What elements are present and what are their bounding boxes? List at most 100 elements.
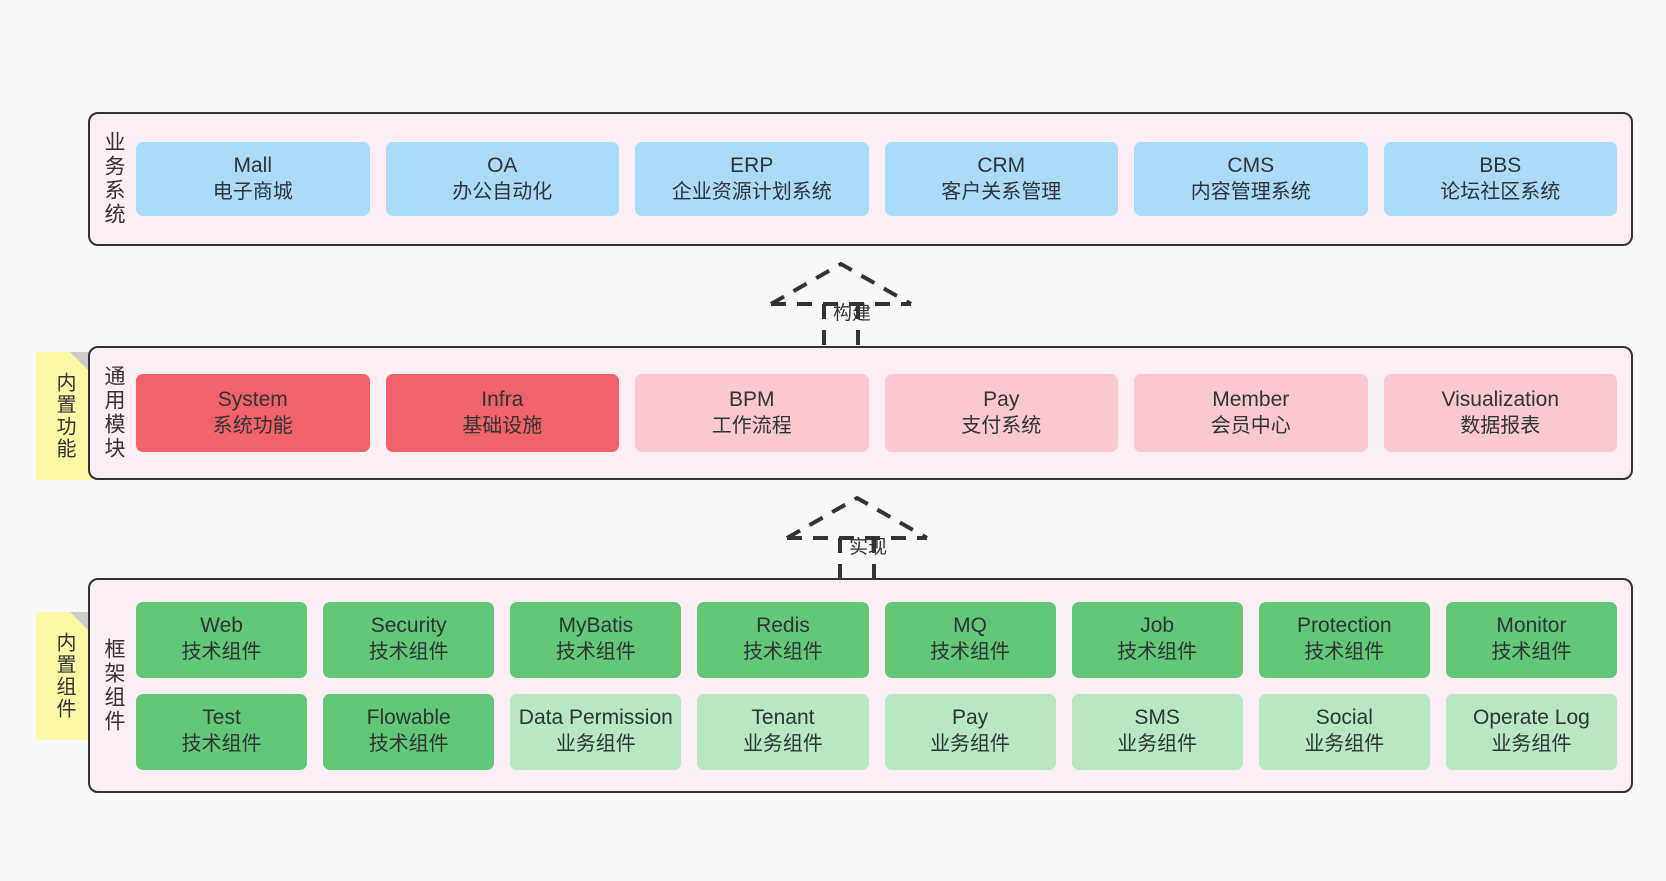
node-title: Redis <box>756 614 810 638</box>
node-bbs[interactable]: BBS 论坛社区系统 <box>1383 142 1617 216</box>
node-subtitle: 论坛社区系统 <box>1440 180 1561 203</box>
node-subtitle: 基础设施 <box>462 414 543 437</box>
node-title: Security <box>370 614 447 638</box>
connector-build: 构建 <box>756 258 926 354</box>
node-title: Visualization <box>1441 387 1560 411</box>
note-builtin-components: 内置组件 <box>36 612 92 740</box>
node-sms[interactable]: SMS 业务组件 <box>1071 693 1243 770</box>
node-cms[interactable]: CMS 内容管理系统 <box>1134 142 1368 216</box>
node-title: Protection <box>1297 614 1392 638</box>
node-subtitle: 业务组件 <box>1491 733 1572 756</box>
node-title: Social <box>1315 706 1373 730</box>
layer-row: Mall 电子商城 OA 办公自动化 ERP 企业资源计划系统 CRM 客户关系… <box>136 142 1617 216</box>
layer-body-common-modules: System 系统功能 Infra 基础设施 BPM 工作流程 Pay 支付系统… <box>136 348 1631 478</box>
layer-row: Test 技术组件 Flowable 技术组件 Data Permission … <box>136 693 1617 770</box>
node-title: Infra <box>481 387 524 411</box>
node-crm[interactable]: CRM 客户关系管理 <box>884 142 1118 216</box>
node-title: Data Permission <box>518 706 673 730</box>
node-subtitle: 电子商城 <box>212 180 293 203</box>
connector-build-label: 构建 <box>833 303 872 324</box>
node-job[interactable]: Job 技术组件 <box>1071 601 1243 678</box>
node-infra[interactable]: Infra 基础设施 <box>385 374 619 452</box>
node-pay-component[interactable]: Pay 业务组件 <box>884 693 1056 770</box>
node-title: Job <box>1140 614 1175 638</box>
connector-implement: 实现 <box>772 492 942 588</box>
note-label: 内置组件 <box>53 632 75 720</box>
node-monitor[interactable]: Monitor 技术组件 <box>1445 601 1617 678</box>
node-subtitle: 客户关系管理 <box>941 180 1062 203</box>
node-oa[interactable]: OA 办公自动化 <box>385 142 619 216</box>
node-social[interactable]: Social 业务组件 <box>1258 693 1430 770</box>
node-security[interactable]: Security 技术组件 <box>323 601 495 678</box>
node-subtitle: 技术组件 <box>181 733 262 756</box>
node-subtitle: 工作流程 <box>711 414 792 437</box>
node-subtitle: 技术组件 <box>368 641 449 664</box>
node-subtitle: 办公自动化 <box>452 180 553 203</box>
node-subtitle: 企业资源计划系统 <box>671 180 832 203</box>
node-subtitle: 技术组件 <box>555 641 636 664</box>
node-subtitle: 技术组件 <box>181 641 262 664</box>
node-title: Web <box>200 614 243 638</box>
node-title: Monitor <box>1496 614 1567 638</box>
layer-row: Web 技术组件 Security 技术组件 MyBatis 技术组件 Redi… <box>136 601 1617 678</box>
node-title: Mall <box>233 153 272 177</box>
node-title: Operate Log <box>1473 706 1590 730</box>
node-flowable[interactable]: Flowable 技术组件 <box>323 693 495 770</box>
implement-arrow-icon <box>786 495 928 588</box>
layer-title-common-modules: 通用模块 <box>102 365 126 461</box>
node-title: Pay <box>951 706 989 730</box>
node-title: System <box>217 387 288 411</box>
layer-business-systems: 业务系统 Mall 电子商城 OA 办公自动化 ERP 企业资源计划系统 CRM… <box>88 112 1633 246</box>
layer-common-modules: 通用模块 System 系统功能 Infra 基础设施 BPM 工作流程 Pay… <box>88 346 1633 480</box>
node-title: MQ <box>953 614 987 638</box>
connector-implement-label: 实现 <box>849 537 888 558</box>
node-subtitle: 业务组件 <box>1304 733 1385 756</box>
node-title: MyBatis <box>558 614 634 638</box>
note-builtin-functions: 内置功能 <box>36 352 92 480</box>
layer-title-framework-components: 框架组件 <box>102 637 126 734</box>
node-subtitle: 技术组件 <box>930 641 1011 664</box>
node-subtitle: 技术组件 <box>1491 641 1572 664</box>
layer-title-business-systems: 业务系统 <box>102 131 126 227</box>
node-title: Tenant <box>751 706 815 730</box>
node-subtitle: 内容管理系统 <box>1190 180 1311 203</box>
node-subtitle: 业务组件 <box>1117 733 1198 756</box>
node-title: Member <box>1212 387 1290 411</box>
layer-body-business-systems: Mall 电子商城 OA 办公自动化 ERP 企业资源计划系统 CRM 客户关系… <box>136 114 1631 244</box>
node-web[interactable]: Web 技术组件 <box>136 601 308 678</box>
node-title: OA <box>487 153 518 177</box>
node-title: Test <box>202 706 241 730</box>
build-arrow-icon <box>770 261 912 354</box>
node-title: Pay <box>983 387 1020 411</box>
note-label: 内置功能 <box>53 372 75 460</box>
node-member[interactable]: Member 会员中心 <box>1134 374 1368 452</box>
node-mq[interactable]: MQ 技术组件 <box>884 601 1056 678</box>
node-title: Flowable <box>366 706 451 730</box>
node-tenant[interactable]: Tenant 业务组件 <box>697 693 869 770</box>
node-test[interactable]: Test 技术组件 <box>136 693 308 770</box>
node-mall[interactable]: Mall 电子商城 <box>136 142 370 216</box>
node-title: CRM <box>977 153 1026 177</box>
node-title: CMS <box>1227 153 1275 177</box>
node-operate-log[interactable]: Operate Log 业务组件 <box>1445 693 1617 770</box>
layer-body-framework-components: Web 技术组件 Security 技术组件 MyBatis 技术组件 Redi… <box>136 580 1631 791</box>
node-title: BBS <box>1479 153 1522 177</box>
node-subtitle: 业务组件 <box>930 733 1011 756</box>
node-subtitle: 会员中心 <box>1210 414 1291 437</box>
node-system[interactable]: System 系统功能 <box>136 374 370 452</box>
node-protection[interactable]: Protection 技术组件 <box>1258 601 1430 678</box>
node-subtitle: 技术组件 <box>368 733 449 756</box>
node-title: BPM <box>728 387 775 411</box>
layer-row: System 系统功能 Infra 基础设施 BPM 工作流程 Pay 支付系统… <box>136 374 1617 452</box>
node-subtitle: 业务组件 <box>742 733 823 756</box>
node-subtitle: 技术组件 <box>1304 641 1385 664</box>
node-data-permission[interactable]: Data Permission 业务组件 <box>510 693 682 770</box>
node-visualization[interactable]: Visualization 数据报表 <box>1383 374 1617 452</box>
node-pay[interactable]: Pay 支付系统 <box>884 374 1118 452</box>
node-bpm[interactable]: BPM 工作流程 <box>635 374 869 452</box>
node-redis[interactable]: Redis 技术组件 <box>697 601 869 678</box>
node-subtitle: 技术组件 <box>1117 641 1198 664</box>
node-erp[interactable]: ERP 企业资源计划系统 <box>635 142 869 216</box>
node-mybatis[interactable]: MyBatis 技术组件 <box>510 601 682 678</box>
